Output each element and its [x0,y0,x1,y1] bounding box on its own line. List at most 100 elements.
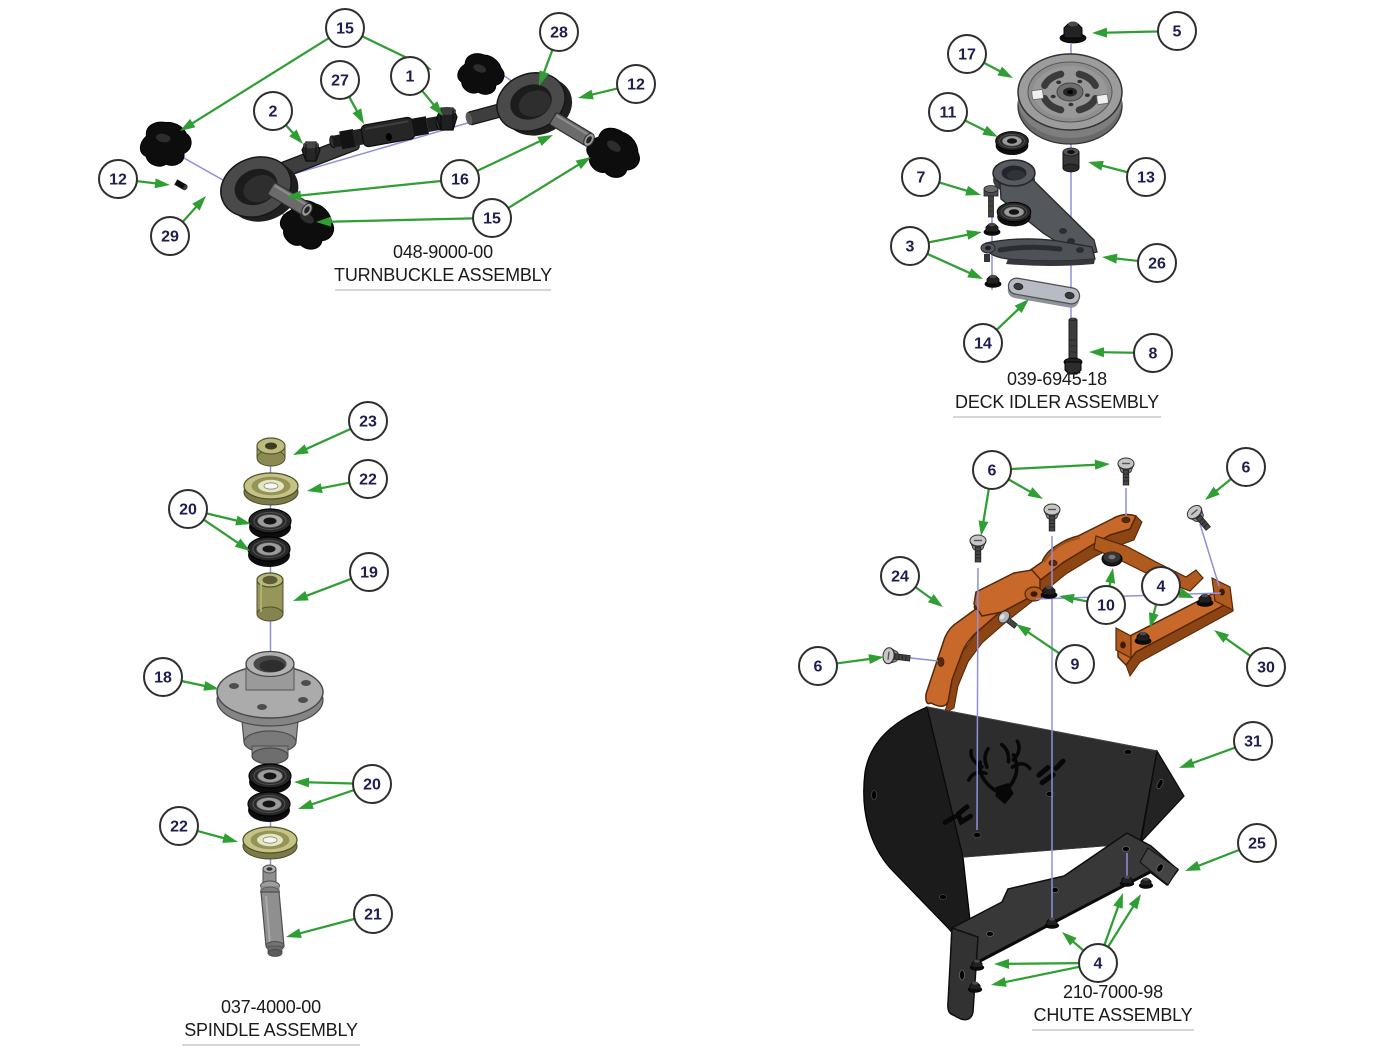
arrowhead [1027,487,1043,499]
leader-line [327,217,474,223]
leader-line [303,577,352,598]
spacer-19 [256,572,284,622]
callout-bubble [325,8,365,48]
callout-bubble [972,450,1012,490]
callout-bubble [1226,447,1266,487]
assembly-title: TURNBUCKLE ASSEMBLY [334,265,552,285]
leader-line [1005,962,1080,966]
callout-turnbuckle-12-5: 12 [616,64,656,104]
callout-turnbuckle-16-6: 16 [440,159,480,199]
assembly-title: CHUTE ASSEMBLY [1034,1005,1193,1025]
flange-nut-3a [983,222,1001,236]
nut-4-b2 [1138,877,1154,889]
callout-bubble [1137,243,1177,283]
screw-6e [881,646,912,667]
leader-line [305,781,354,785]
callout-spindle-22-1: 22 [348,459,388,499]
arrowhead [1179,758,1195,768]
callout-number: 16 [451,172,469,189]
callout-number: 9 [1071,657,1080,674]
seal-22-lower [242,826,298,860]
arrowhead [997,66,1013,78]
arrowhead [927,594,943,607]
callout-number: 4 [1094,956,1103,973]
leader-line [589,87,618,97]
callout-bubble [539,12,579,52]
callout-turnbuckle-28-1: 28 [539,12,579,52]
callout-deck-idler-26-6: 26 [1137,243,1177,283]
assembly-part-number: 210-7000-98 [1063,982,1163,1002]
callout-number: 11 [940,105,957,122]
callout-number: 15 [336,21,354,38]
idler-arm-26 [980,159,1098,266]
callout-bubble [390,56,430,96]
callout-turnbuckle-27-2: 27 [320,60,360,100]
callout-chute-4-10: 4 [1078,943,1118,983]
top-cap-23 [256,437,286,467]
bearing-20a [248,508,292,540]
callout-deck-idler-3-5: 3 [890,226,930,266]
leader-line [197,829,227,840]
callout-bubble [963,323,1003,363]
arrowhead [578,89,594,100]
callout-chute-6-1: 6 [1226,447,1266,487]
callout-turnbuckle-29-8: 29 [150,216,190,256]
arrowhead [286,190,302,201]
assembly-part-number: 037-4000-00 [221,997,321,1017]
arrowhead [1088,160,1104,171]
leader-line [926,252,973,276]
lower-bracket-25 [947,832,1180,1021]
arrowhead [293,444,309,455]
callout-number: 17 [958,47,976,64]
leader-line [309,789,355,807]
callout-deck-idler-14-7: 14 [963,323,1003,363]
arrowhead [539,70,549,86]
arrowhead [1102,253,1118,264]
callout-deck-idler-8-8: 8 [1133,333,1173,373]
screw-9 [997,610,1018,629]
arrowhead [537,135,553,146]
callout-number: 22 [359,472,377,489]
callout-bubble [890,226,930,266]
arrowhead [203,680,219,691]
arrowhead [1089,347,1105,358]
buck-antlers-logo [942,739,1066,826]
callout-chute-25-9: 25 [1237,823,1277,863]
leader-line [1223,636,1252,657]
leader-line [938,181,970,193]
callout-deck-idler-11-2: 11 [928,92,968,132]
arrowhead [294,777,310,788]
callout-bubble [1141,566,1181,606]
callout-bubble [349,552,389,592]
leader-line [928,233,971,244]
jam-nut-2 [301,141,321,162]
callout-spindle-20-5: 20 [352,764,392,804]
callout-bubble [1055,644,1095,684]
arrowhead [1148,612,1159,628]
deck-idler-assembly-drawing [980,21,1123,375]
arrowhead [1014,299,1029,313]
callout-chute-31-8: 31 [1233,721,1273,761]
callout-bubble [159,806,199,846]
leader-line [297,179,442,197]
callout-bubble [1078,943,1118,983]
callout-deck-idler-5-0: 5 [1157,11,1197,51]
arrowhead [352,108,364,124]
callout-bubble [1126,157,1166,197]
arrowhead [1185,860,1201,871]
leader-line [181,679,208,688]
arrowhead [982,125,998,137]
callout-number: 23 [359,414,377,431]
screw-6a [969,534,987,563]
bearing-20d [247,791,291,823]
leader-line [507,162,582,209]
flange-nut-5 [1059,21,1087,44]
leader-line [136,180,159,185]
turnbuckle-eye-left [220,156,299,222]
leader-line [836,657,873,665]
callout-bubble [168,489,208,529]
spindle-housing-18 [216,650,324,765]
leader-line [318,481,350,490]
